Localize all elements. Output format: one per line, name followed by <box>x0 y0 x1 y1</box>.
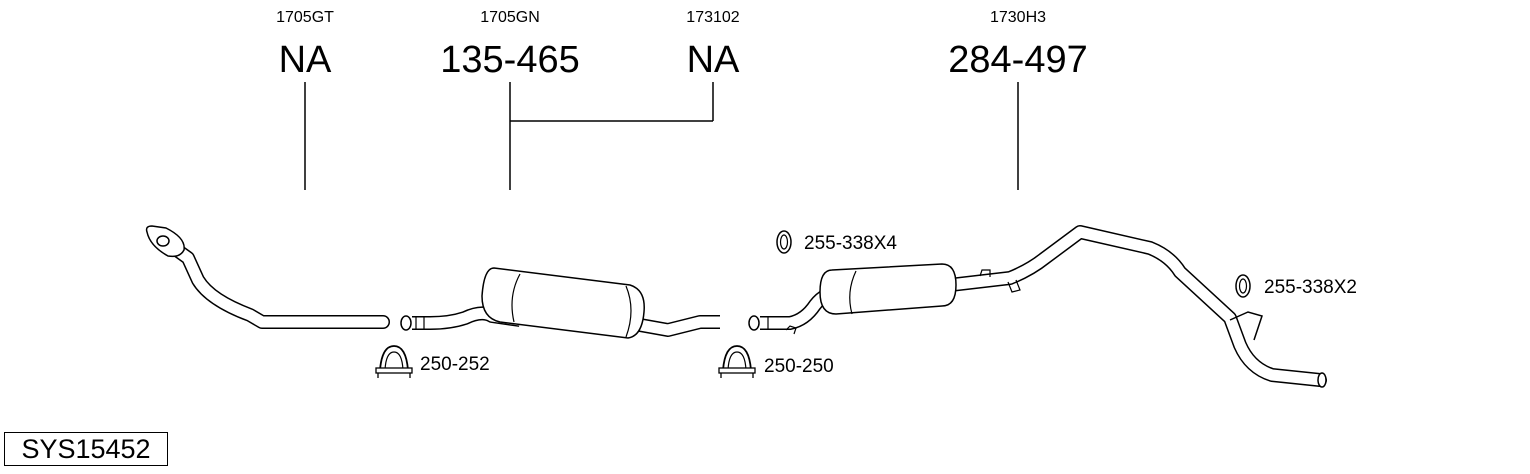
gasket-ring-icon <box>776 230 792 254</box>
callout-code-1705gn: 1705GN <box>480 9 540 26</box>
part-number-135-465[interactable]: 135-465 <box>440 39 580 81</box>
part-number-284-497[interactable]: 284-497 <box>948 39 1088 81</box>
pipe-clamp-icon <box>375 345 413 378</box>
callout-code-1705gt: 1705GT <box>276 9 334 26</box>
pipe-clamp-icon <box>718 345 756 378</box>
accessory-label-clamp-250-250[interactable]: 250-250 <box>764 356 834 377</box>
leader-lines <box>304 82 1019 190</box>
part-number-na-front[interactable]: NA <box>278 39 332 81</box>
rear-silencer <box>748 225 1327 388</box>
middle-silencer <box>400 267 720 339</box>
callout-code-1730h3: 1730H3 <box>989 9 1047 26</box>
accessory-label-gasket-x4[interactable]: 255-338X4 <box>804 233 897 254</box>
front-pipe <box>145 225 390 329</box>
accessory-label-clamp-250-252[interactable]: 250-252 <box>420 354 490 375</box>
system-code-box: SYS15452 <box>4 432 168 466</box>
gasket-ring-icon <box>1235 274 1251 298</box>
callout-code-173102: 173102 <box>686 9 740 26</box>
accessory-label-gasket-x2[interactable]: 255-338X2 <box>1264 277 1357 298</box>
part-number-na-center[interactable]: NA <box>686 39 740 81</box>
